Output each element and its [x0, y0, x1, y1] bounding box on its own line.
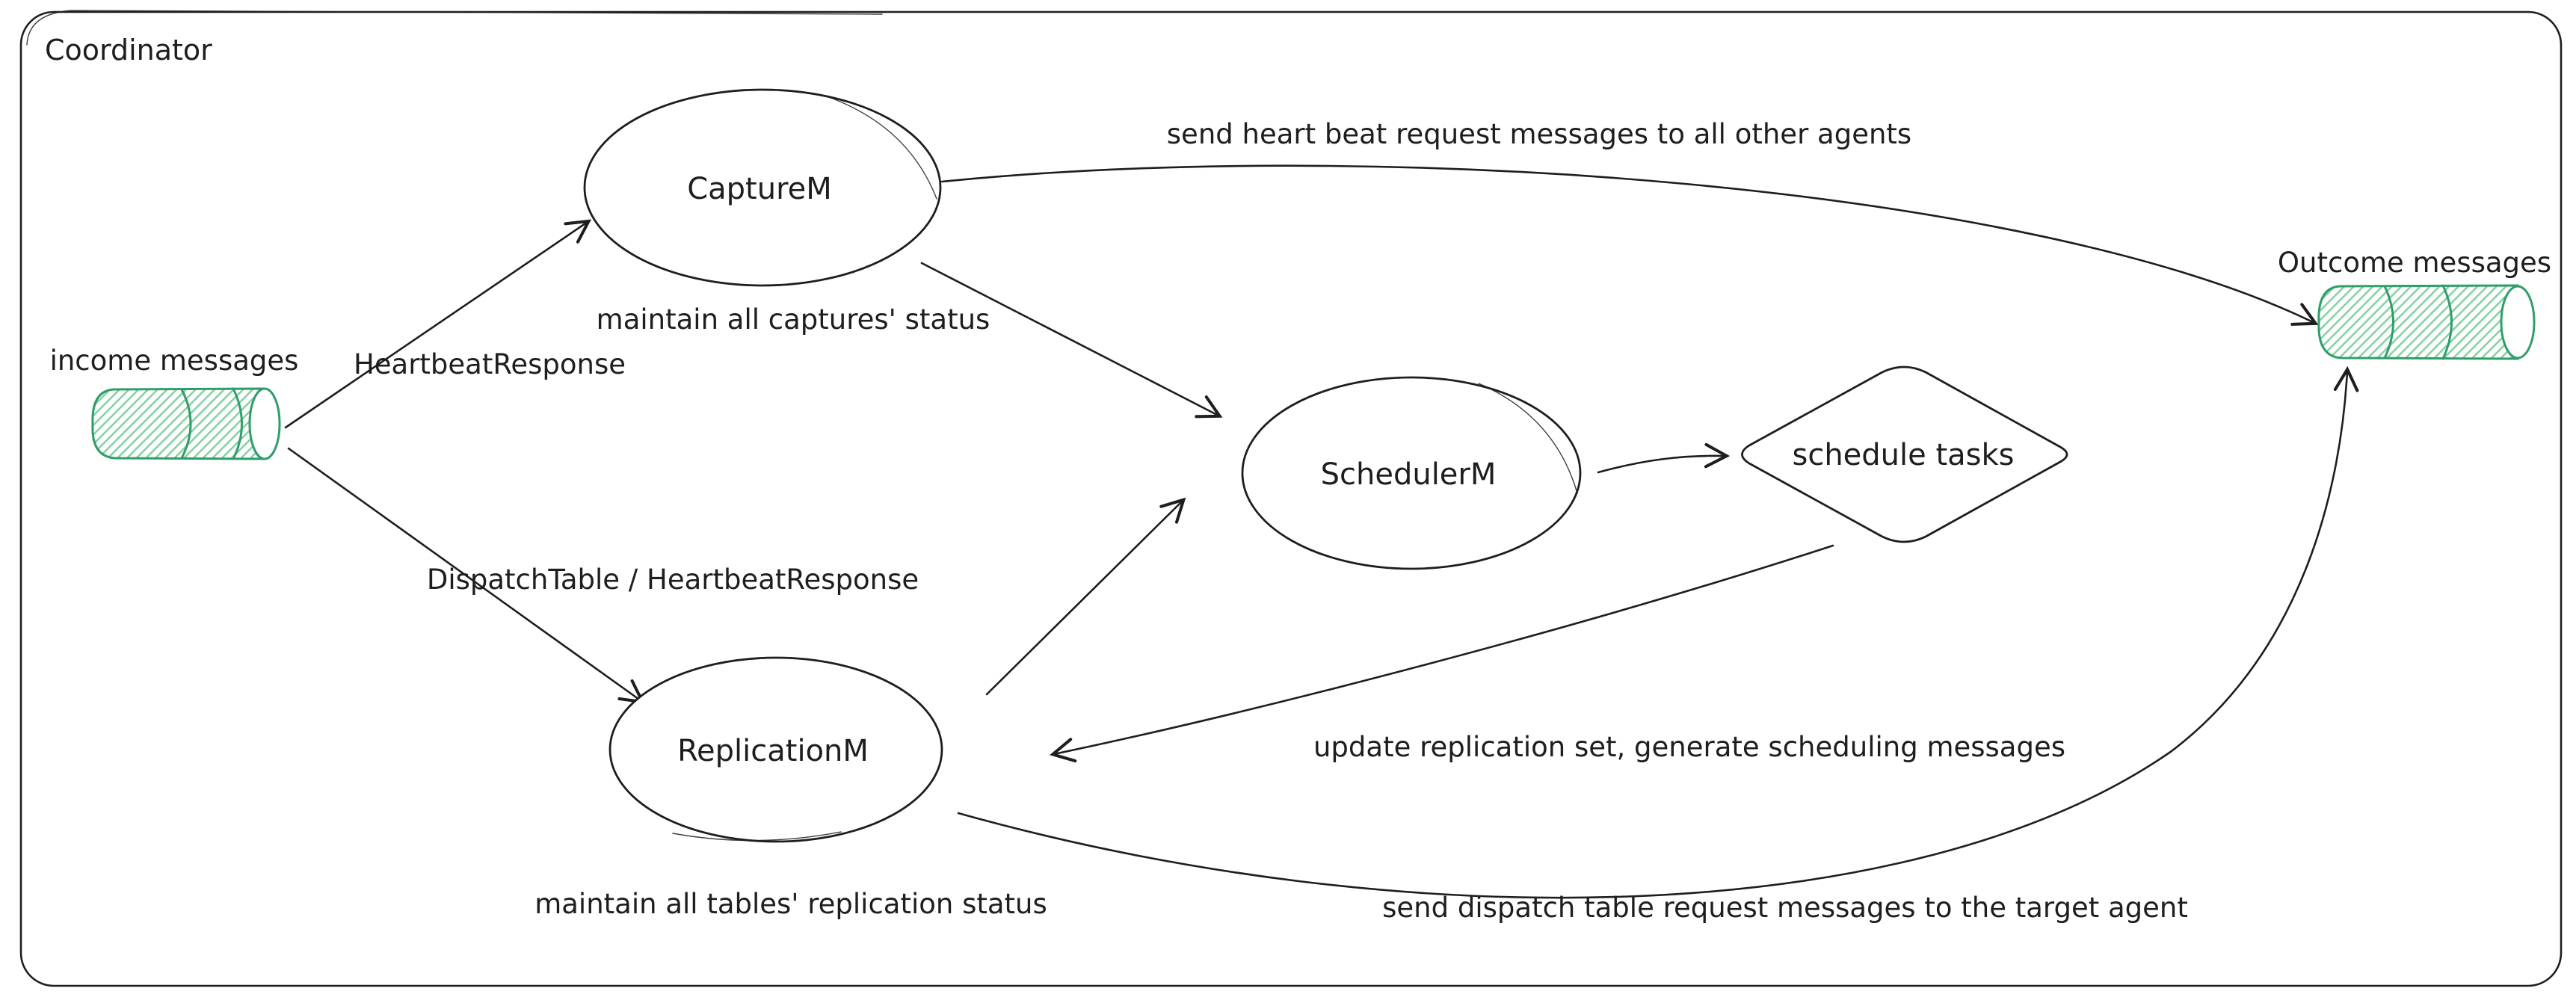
coordinator-label: Coordinator [45, 34, 212, 67]
edge-replicationm-outcome[interactable]: send dispatch table request messages to … [957, 365, 2359, 924]
income-queue-cylinder[interactable]: income messages [50, 345, 299, 460]
edge-schedulerm-scheduletasks[interactable] [1597, 442, 1731, 474]
income-queue-open-end [248, 387, 281, 460]
edge-income-replicationm[interactable]: DispatchTable / HeartbeatResponse [287, 447, 919, 704]
capturem-label: CaptureM [687, 172, 832, 206]
outcome-queue-label: Outcome messages [2278, 247, 2551, 279]
outcome-queue-open-end [2500, 285, 2536, 359]
replicationm-sketch-echo [672, 831, 842, 842]
replicationm-node[interactable]: ReplicationM [608, 656, 943, 843]
capturem-sketch-echo [826, 96, 937, 200]
schedule-tasks-node[interactable]: schedule tasks [1741, 365, 2068, 543]
outcome-queue-body [2317, 284, 2519, 360]
edge-label-send-dispatch-table: send dispatch table request messages to … [1382, 892, 2188, 924]
edge-income-capturem[interactable]: HeartbeatResponse [284, 219, 626, 429]
schedulerm-sketch-echo [1478, 383, 1578, 494]
edge-label-send-heartbeat: send heart beat request messages to all … [1167, 118, 1911, 150]
edge-label-dispatchtable-heartbeatresponse: DispatchTable / HeartbeatResponse [427, 564, 919, 596]
note-maintain-tables-replication-status[interactable]: maintain all tables' replication status [534, 888, 1047, 920]
income-queue-label: income messages [50, 345, 299, 377]
income-queue-segment-arc [180, 388, 192, 460]
schedulerm-node[interactable]: SchedulerM [1241, 376, 1582, 570]
edge-replicationm-schedulerm[interactable] [985, 497, 1186, 696]
schedule-tasks-label: schedule tasks [1792, 438, 2014, 472]
outcome-queue-cylinder[interactable]: Outcome messages [2278, 247, 2551, 360]
coordinator-frame[interactable]: Coordinator [19, 10, 2563, 987]
edge-label-heartbeat-response: HeartbeatResponse [354, 348, 626, 380]
edge-scheduletasks-replicationm[interactable]: update replication set, generate schedul… [1049, 544, 2065, 763]
note-maintain-captures-status[interactable]: maintain all captures' status [597, 303, 990, 336]
capturem-node[interactable]: CaptureM [583, 88, 942, 287]
frame-sketch-echo [26, 10, 883, 46]
income-queue-segment-arc [232, 387, 243, 460]
schedulerm-label: SchedulerM [1321, 457, 1497, 492]
edge-capturem-schedulerm[interactable] [920, 262, 1223, 419]
income-queue-body [91, 387, 265, 460]
outcome-queue-segment-arc [2383, 285, 2394, 359]
replicationm-label: ReplicationM [677, 734, 869, 768]
outcome-queue-segment-arc [2441, 284, 2453, 360]
edge-capturem-outcome[interactable]: send heart beat request messages to all … [940, 118, 2319, 326]
edge-label-update-replication-set: update replication set, generate schedul… [1313, 731, 2065, 763]
